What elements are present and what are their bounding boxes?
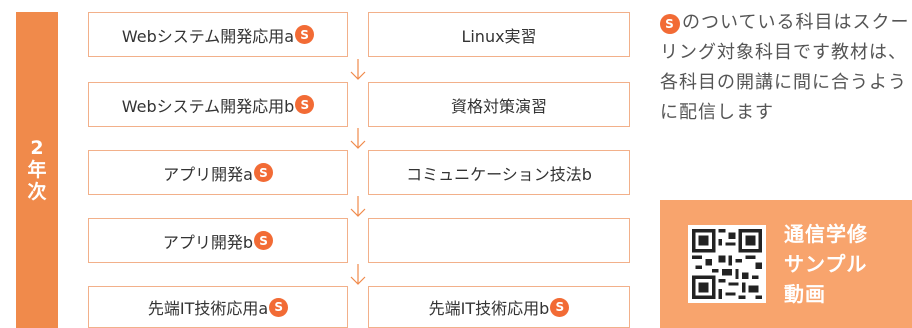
course-name: Linux実習 — [461, 26, 537, 46]
course-name: 先端IT技術応用b — [428, 299, 550, 318]
video-label-line1[interactable]: 通信学修 — [784, 222, 868, 246]
down-arrow-icon — [349, 59, 367, 81]
down-arrow-icon — [349, 128, 367, 150]
year-label: 2年次 — [27, 137, 47, 203]
course-name: コミュニケーション技法b — [406, 164, 592, 184]
course-linux: Linux実習 — [368, 12, 630, 57]
course-certification: 資格対策演習 — [368, 82, 630, 127]
year-label-bar: 2年次 — [16, 12, 58, 328]
course-name: Webシステム開発応用a — [121, 26, 295, 46]
sample-video-card[interactable]: 通信学修 サンプル 動画 — [660, 200, 912, 328]
video-label-line3[interactable]: 動画 — [784, 282, 826, 306]
schooling-badge-icon: S — [660, 14, 680, 34]
video-label-line2[interactable]: サンプル — [784, 252, 868, 276]
down-arrow-icon — [349, 196, 367, 218]
schooling-badge-icon: S — [550, 297, 570, 317]
schooling-badge-icon: S — [254, 231, 274, 250]
down-arrow-icon — [349, 264, 367, 286]
course-name: アプリ開発a — [163, 164, 253, 184]
course-name: 先端IT技術応用a — [147, 299, 269, 318]
qr-code-icon[interactable] — [688, 225, 766, 303]
course-empty — [368, 218, 630, 263]
schooling-badge-icon: S — [295, 25, 315, 44]
video-link-label[interactable]: 通信学修 サンプル 動画 — [784, 219, 868, 309]
note-text: のついている科目はスクーリング対象科目です教材は、各科目の開講に間に合うように配… — [660, 12, 910, 123]
course-name: アプリ開発b — [162, 232, 254, 252]
schooling-badge-icon: S — [295, 95, 315, 114]
course-name: 資格対策演習 — [450, 96, 547, 116]
schooling-badge-icon: S — [269, 297, 289, 317]
schooling-badge-icon: S — [253, 163, 273, 182]
course-communication-b: コミュニケーション技法b — [368, 150, 630, 195]
course-name: Webシステム開発応用b — [121, 96, 295, 116]
